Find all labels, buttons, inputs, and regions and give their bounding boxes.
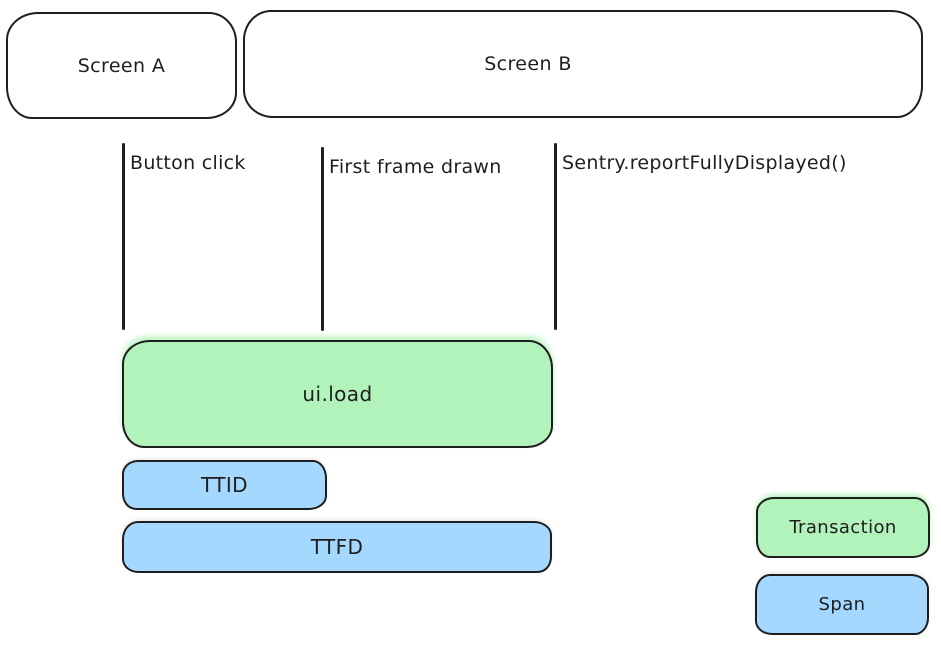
event-label-first-frame-drawn: First frame drawn: [329, 156, 502, 178]
ui-load-label: ui.load: [302, 382, 373, 406]
event-label-report-fully-displayed: Sentry.reportFullyDisplayed(): [562, 152, 847, 174]
ttfd-label: TTFD: [310, 535, 364, 559]
screen-b-label: Screen B: [484, 53, 572, 75]
ttid-label: TTID: [201, 473, 248, 497]
screen-a-label: Screen A: [77, 54, 166, 77]
ttfd-span-bar: TTFD: [122, 521, 552, 573]
screen-b-box: Screen B: [243, 10, 923, 118]
legend-span-label: Span: [818, 594, 866, 615]
ttid-span-bar: TTID: [122, 460, 327, 510]
legend-transaction-label: Transaction: [789, 517, 897, 538]
timeline-tick: [321, 147, 324, 331]
timeline-tick: [122, 143, 125, 330]
screen-a-box: Screen A: [6, 12, 237, 119]
legend-transaction-box: Transaction: [756, 497, 930, 558]
ui-load-transaction-bar: ui.load: [122, 340, 553, 448]
timeline-tick: [554, 143, 557, 330]
legend-span-box: Span: [755, 574, 929, 635]
event-label-button-click: Button click: [130, 152, 246, 174]
